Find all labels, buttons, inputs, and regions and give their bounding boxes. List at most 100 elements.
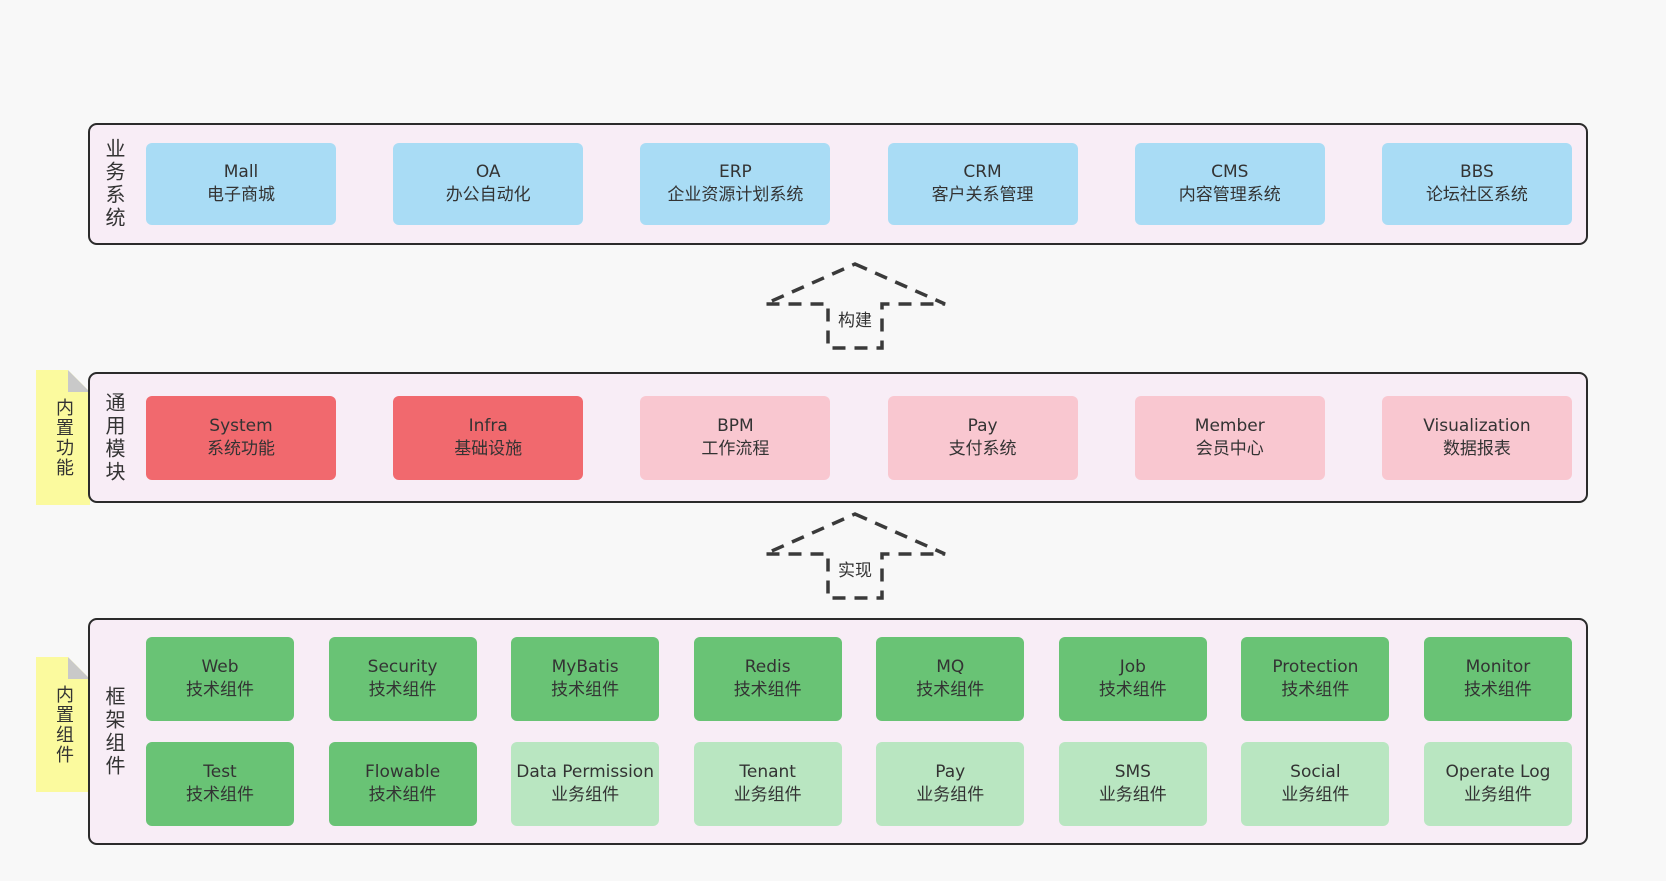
build-arrow: 构建 xyxy=(755,260,955,352)
module-box-bbs: BBS 论坛社区系统 xyxy=(1381,143,1572,225)
box-subtitle: 工作流程 xyxy=(701,438,770,459)
box-subtitle: 技术组件 xyxy=(1463,680,1532,700)
box-title: ERP xyxy=(718,162,752,182)
arrow-up-icon xyxy=(764,512,946,600)
box-subtitle: 技术组件 xyxy=(916,680,985,700)
box-title: MQ xyxy=(936,657,965,677)
tag-label: 内置组件 xyxy=(53,684,74,765)
module-box-bpm: BPM 工作流程 xyxy=(640,395,831,480)
section-label-components: 框架组件 xyxy=(102,685,126,778)
box-subtitle: 办公自动化 xyxy=(445,185,531,205)
box-subtitle: 技术组件 xyxy=(551,680,620,700)
box-title: Tenant xyxy=(739,762,796,782)
module-box-infra: Infra 基础设施 xyxy=(393,395,584,480)
box-subtitle: 系统功能 xyxy=(207,438,275,459)
module-box-member: Member 会员中心 xyxy=(1134,395,1325,480)
box-title: Operate Log xyxy=(1445,762,1551,782)
box-title: Social xyxy=(1290,762,1341,782)
component-box-sms: SMS 业务组件 xyxy=(1058,742,1207,826)
arrow-label-build: 构建 xyxy=(835,306,875,331)
box-subtitle: 企业资源计划系统 xyxy=(667,185,804,205)
module-box-cms: CMS 内容管理系统 xyxy=(1134,143,1325,225)
component-box-data-permission: Data Permission 业务组件 xyxy=(511,742,660,826)
box-subtitle: 技术组件 xyxy=(368,680,437,700)
box-title: Infra xyxy=(468,415,508,436)
component-box-web: Web 技术组件 xyxy=(146,637,294,721)
module-box-crm: CRM 客户关系管理 xyxy=(887,143,1078,225)
box-title: Member xyxy=(1194,415,1265,436)
box-subtitle: 业务组件 xyxy=(733,785,802,805)
component-box-redis: Redis 技术组件 xyxy=(693,637,842,721)
box-title: BBS xyxy=(1460,162,1494,182)
modules-box-row: System 系统功能 Infra 基础设施 BPM 工作流程 Pay 支付系统… xyxy=(138,395,1586,480)
module-box-oa: OA 办公自动化 xyxy=(393,143,584,225)
box-subtitle: 业务组件 xyxy=(551,785,620,805)
box-subtitle: 电子商城 xyxy=(207,185,275,205)
section-framework-components: 框架组件 Web 技术组件 Security 技术组件 MyBatis 技术组件… xyxy=(88,618,1588,845)
module-box-mall: Mall 电子商城 xyxy=(146,143,336,225)
box-subtitle: 技术组件 xyxy=(1098,680,1167,700)
component-box-test: Test 技术组件 xyxy=(146,742,294,826)
module-box-system: System 系统功能 xyxy=(146,395,336,480)
business-box-row: Mall 电子商城 OA 办公自动化 ERP 企业资源计划系统 CRM 客户关系… xyxy=(138,143,1586,225)
box-subtitle: 技术组件 xyxy=(186,680,254,700)
components-row-2: Test 技术组件 Flowable 技术组件 Data Permission … xyxy=(146,742,1572,826)
component-box-social: Social 业务组件 xyxy=(1241,742,1390,826)
box-subtitle: 业务组件 xyxy=(1281,785,1350,805)
box-title: System xyxy=(209,415,273,436)
box-title: Flowable xyxy=(364,762,441,782)
box-title: Mall xyxy=(223,162,259,182)
component-box-mybatis: MyBatis 技术组件 xyxy=(511,637,660,721)
box-title: Monitor xyxy=(1465,657,1531,677)
box-title: Web xyxy=(201,657,239,677)
component-box-mq: MQ 技术组件 xyxy=(876,637,1025,721)
arrow-up-icon xyxy=(764,262,946,350)
components-row-1: Web 技术组件 Security 技术组件 MyBatis 技术组件 Redi… xyxy=(146,637,1572,721)
component-box-operate-log: Operate Log 业务组件 xyxy=(1423,742,1572,826)
box-subtitle: 客户关系管理 xyxy=(931,185,1034,205)
box-subtitle: 支付系统 xyxy=(948,438,1017,459)
components-box-rows: Web 技术组件 Security 技术组件 MyBatis 技术组件 Redi… xyxy=(138,637,1586,826)
component-box-job: Job 技术组件 xyxy=(1058,637,1207,721)
box-title: Visualization xyxy=(1423,415,1531,436)
box-title: Test xyxy=(203,762,237,782)
box-subtitle: 业务组件 xyxy=(916,785,985,805)
box-subtitle: 内容管理系统 xyxy=(1178,185,1281,205)
box-title: Pay xyxy=(935,762,966,782)
box-title: Pay xyxy=(967,415,998,436)
component-box-monitor: Monitor 技术组件 xyxy=(1423,637,1572,721)
box-subtitle: 业务组件 xyxy=(1098,785,1167,805)
box-subtitle: 技术组件 xyxy=(368,785,437,805)
box-subtitle: 技术组件 xyxy=(1281,680,1350,700)
box-title: Job xyxy=(1119,657,1146,677)
box-title: CRM xyxy=(963,162,1002,182)
box-title: SMS xyxy=(1114,762,1151,782)
component-box-tenant: Tenant 业务组件 xyxy=(693,742,842,826)
section-label-business: 业务系统 xyxy=(102,138,126,230)
box-subtitle: 论坛社区系统 xyxy=(1425,185,1528,205)
component-box-flowable: Flowable 技术组件 xyxy=(328,742,477,826)
folded-corner-icon xyxy=(68,370,90,392)
component-box-protection: Protection 技术组件 xyxy=(1241,637,1390,721)
box-subtitle: 数据报表 xyxy=(1442,438,1511,459)
module-box-pay: Pay 支付系统 xyxy=(887,395,1078,480)
box-title: Protection xyxy=(1272,657,1359,677)
section-business-systems: 业务系统 Mall 电子商城 OA 办公自动化 ERP 企业资源计划系统 CRM… xyxy=(88,123,1588,245)
box-title: Security xyxy=(367,657,438,677)
box-title: Data Permission xyxy=(516,762,654,782)
implement-arrow: 实现 xyxy=(755,510,955,602)
section-common-modules: 通用模块 System 系统功能 Infra 基础设施 BPM 工作流程 Pay… xyxy=(88,372,1588,503)
box-title: CMS xyxy=(1211,162,1249,182)
box-title: Redis xyxy=(744,657,791,677)
box-title: OA xyxy=(475,162,501,182)
box-subtitle: 基础设施 xyxy=(454,438,523,459)
arrow-label-implement: 实现 xyxy=(835,556,875,581)
component-box-pay: Pay 业务组件 xyxy=(876,742,1025,826)
builtin-components-tag: 内置组件 xyxy=(36,657,90,792)
folded-corner-icon xyxy=(68,657,90,679)
component-box-security: Security 技术组件 xyxy=(328,637,477,721)
tag-label: 内置功能 xyxy=(53,397,74,478)
box-title: BPM xyxy=(717,415,754,436)
box-subtitle: 技术组件 xyxy=(733,680,802,700)
